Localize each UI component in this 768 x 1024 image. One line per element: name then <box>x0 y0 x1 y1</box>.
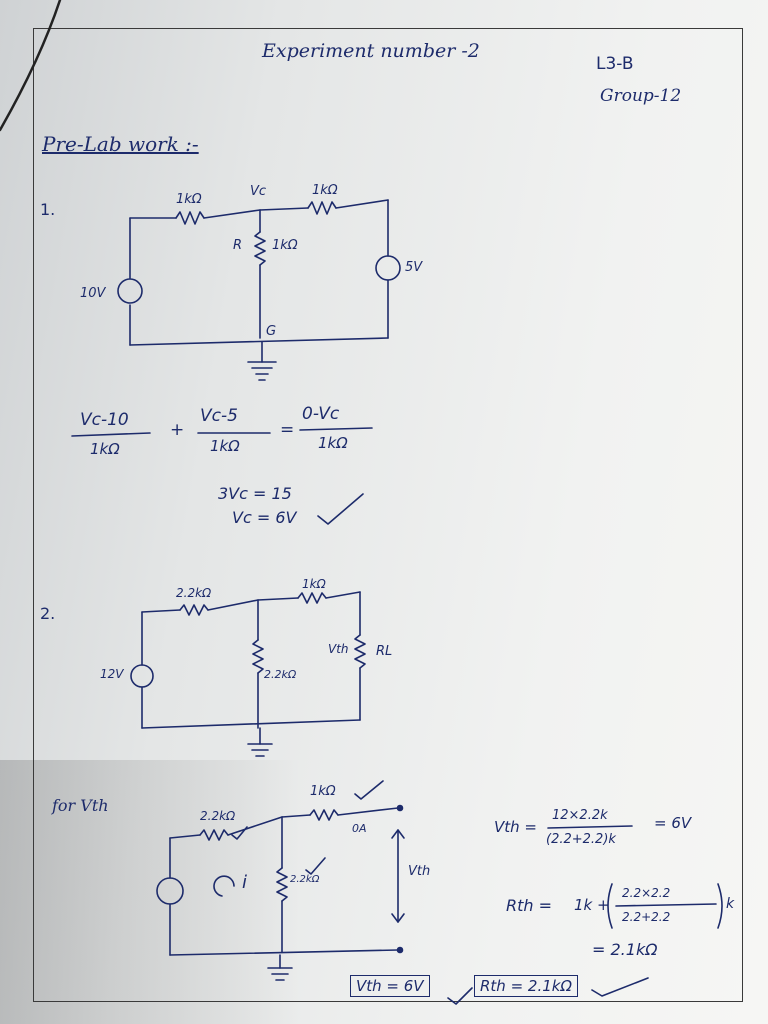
equation-term: 1kΩ <box>318 434 348 452</box>
page-title: Experiment number -2 <box>262 40 480 62</box>
rth-equation-result: = 2.1kΩ <box>592 940 658 959</box>
resistor-label: 2.2kΩ <box>264 668 297 681</box>
vth-label: Vth <box>408 864 431 879</box>
answer-rth: Rth = 2.1kΩ <box>474 975 578 997</box>
resistor-label: 1kΩ <box>176 192 202 207</box>
vth-equation-numerator: 12×2.2k <box>552 808 608 823</box>
equation-operator: = <box>280 420 295 440</box>
node-label: Vc <box>250 184 267 199</box>
loop-current-label: i <box>242 872 248 893</box>
equation-term: 1kΩ <box>90 440 120 458</box>
result-line: 3Vc = 15 <box>218 484 292 503</box>
equation-term: Vc-5 <box>200 406 238 426</box>
equation-term: Vc-10 <box>80 410 129 430</box>
prelab-heading: Pre-Lab work :- <box>42 132 199 156</box>
resistor-label: 1kΩ <box>302 577 326 591</box>
equation-term: 1kΩ <box>210 437 240 455</box>
vth-equation-result: = 6V <box>654 814 692 832</box>
node-label: G <box>266 324 277 339</box>
vth-equation-lhs: Vth = <box>494 818 537 836</box>
load-label: RL <box>376 644 393 659</box>
section-heading: for Vth <box>52 796 109 815</box>
source-label: 12V <box>100 667 124 681</box>
resistor-name: R <box>233 238 243 253</box>
problem-2-number: 2. <box>40 604 56 623</box>
answer-vth: Vth = 6V <box>350 975 430 997</box>
equation-term: 0-Vc <box>302 404 340 424</box>
group-number: Group-12 <box>600 86 682 106</box>
rth-equation-lhs: Rth = <box>506 896 553 915</box>
resistor-label: 1kΩ <box>310 784 336 799</box>
rth-equation-denominator: 2.2+2.2 <box>622 910 671 924</box>
rth-equation-term: 1k + <box>574 896 610 914</box>
equation-operator: + <box>170 420 185 440</box>
source-label: 10V <box>80 286 106 301</box>
rth-equation-numerator: 2.2×2.2 <box>622 886 671 900</box>
rth-equation-unit: k <box>726 896 735 912</box>
resistor-label: 2.2kΩ <box>290 874 320 885</box>
problem-1-number: 1. <box>40 200 56 219</box>
lab-code: L3-B <box>596 54 634 74</box>
resistor-label: 1kΩ <box>312 183 338 198</box>
vth-equation-denominator: (2.2+2.2)k <box>546 832 616 847</box>
result-line: Vc = 6V <box>232 508 297 527</box>
source-label: 5V <box>405 260 423 275</box>
resistor-label: 2.2kΩ <box>200 809 236 823</box>
resistor-label: 1kΩ <box>272 238 298 253</box>
current-label: 0A <box>352 822 367 835</box>
vth-label: Vth <box>328 642 349 656</box>
page-border <box>33 28 743 1002</box>
resistor-label: 2.2kΩ <box>176 586 212 600</box>
